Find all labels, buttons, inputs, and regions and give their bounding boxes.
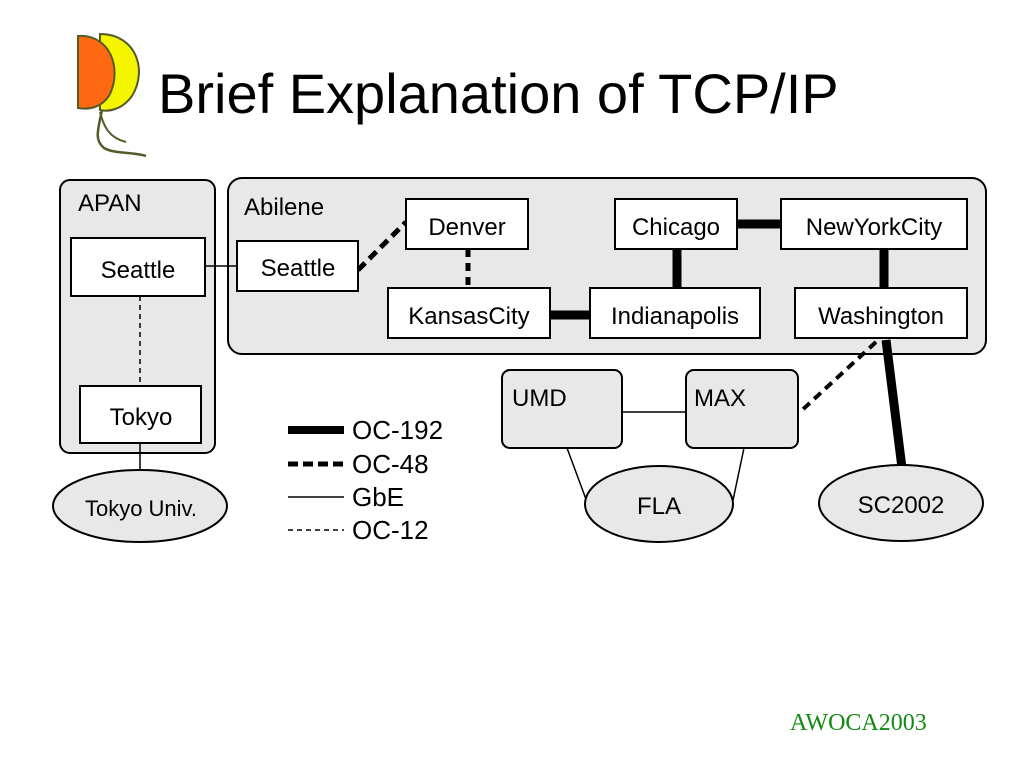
node-indianapolis [589,287,761,339]
link-washington-sc2002 [881,339,907,469]
page-title: Brief Explanation of TCP/IP [158,62,839,125]
node-denver [405,198,529,250]
node-chicago-label: Chicago [632,214,720,241]
max-region [685,369,799,449]
legend: OC-192 OC-48 GbE OC-12 [288,415,443,545]
node-apan-seattle [70,237,206,297]
node-abilene-seattle-label: Seattle [261,255,336,282]
legend-oc48-label: OC-48 [352,449,429,479]
apan-label: APAN [78,190,142,217]
umd-label: UMD [512,385,567,412]
umd-region [501,369,623,449]
node-washington-label: Washington [818,303,944,330]
legend-oc12-label: OC-12 [352,515,429,545]
node-abilene-seattle [236,240,359,292]
node-fla [584,465,734,543]
node-tokyo [79,385,202,444]
link-max-fla [731,447,745,506]
logo-stem [96,109,147,158]
legend-gbe-label: GbE [352,482,404,512]
node-chicago [614,198,738,250]
link-washington-max [798,340,878,414]
node-washington [794,287,968,339]
node-newyorkcity [780,198,968,250]
node-indianapolis-label: Indianapolis [611,303,739,330]
node-newyorkcity-label: NewYorkCity [806,214,943,241]
node-sc2002 [818,464,984,542]
abilene-label: Abilene [244,194,324,221]
node-tokyo-univ [52,469,228,543]
node-denver-label: Denver [428,214,505,241]
footer-text: AWOCA2003 [790,710,927,736]
logo-stem-branch [99,111,127,143]
node-fla-label: FLA [637,493,681,520]
logo-orange-petal [77,34,116,110]
node-tokyo-label: Tokyo [110,404,173,431]
node-sc2002-label: SC2002 [858,492,945,519]
logo-icon [77,32,147,158]
node-apan-seattle-label: Seattle [101,257,176,284]
node-kansascity [387,287,551,339]
max-label: MAX [694,385,746,412]
node-tokyo-univ-label: Tokyo Univ. [85,496,197,521]
link-seattle-denver [356,220,408,272]
legend-oc192-label: OC-192 [352,415,443,445]
node-kansascity-label: KansasCity [408,303,529,330]
